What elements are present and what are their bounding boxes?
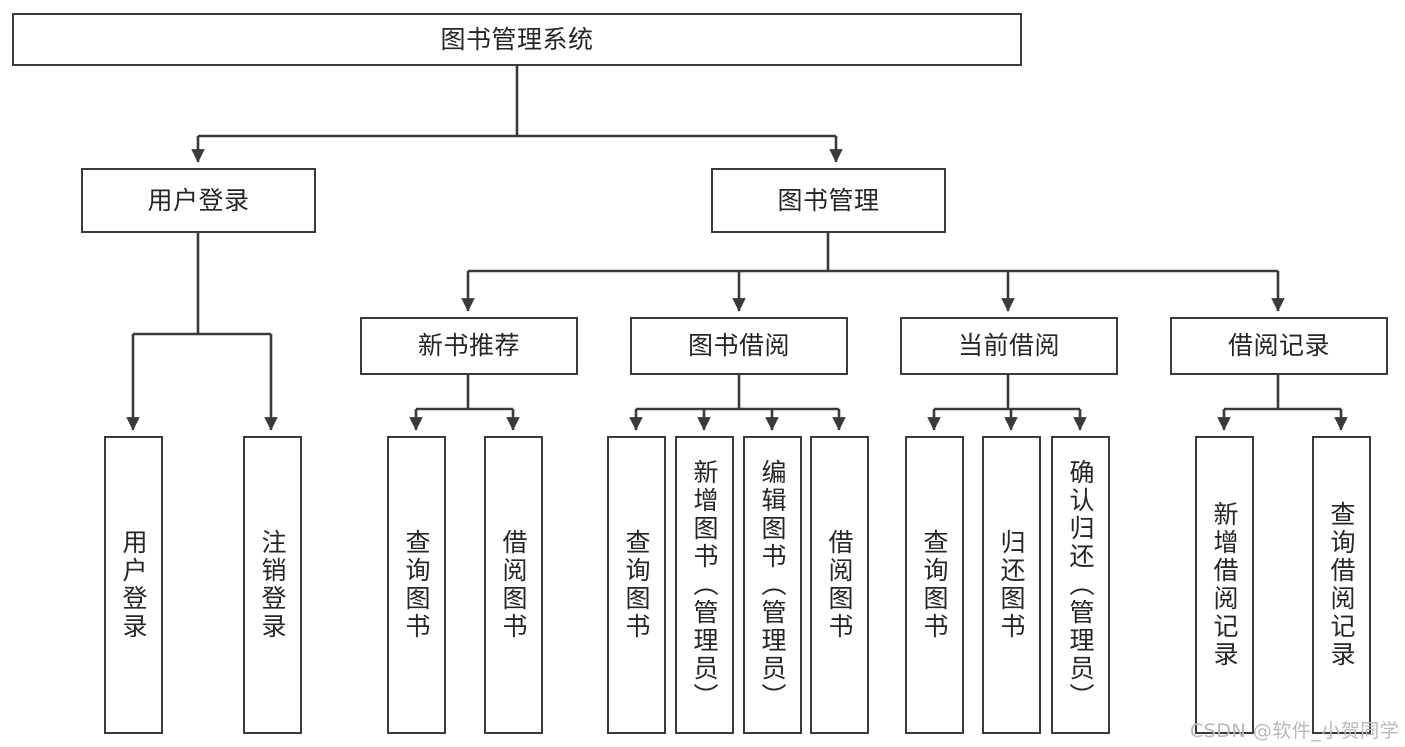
node-new-book-rec[interactable]: 新书推荐 [360, 317, 578, 375]
leaf-confirm-return[interactable]: 确认归还（管理员） [1051, 436, 1110, 734]
leaf-borrow-book-2-label: 借阅图书 [825, 529, 854, 641]
leaf-add-book-label: 新增图书（管理员） [690, 459, 719, 711]
leaf-borrow-book-2[interactable]: 借阅图书 [810, 436, 869, 734]
node-borrow-record[interactable]: 借阅记录 [1170, 317, 1388, 375]
leaf-add-book[interactable]: 新增图书（管理员） [675, 436, 734, 734]
leaf-borrow-book-1[interactable]: 借阅图书 [484, 436, 543, 734]
leaf-confirm-return-label: 确认归还（管理员） [1066, 459, 1095, 711]
node-current-borrow-label: 当前借阅 [957, 331, 1060, 360]
leaf-edit-book[interactable]: 编辑图书（管理员） [743, 436, 802, 734]
leaf-query-book-2[interactable]: 查询图书 [607, 436, 666, 734]
node-root[interactable]: 图书管理系统 [12, 13, 1022, 66]
leaf-query-book-3-label: 查询图书 [920, 529, 949, 641]
node-user-login-label: 用户登录 [147, 185, 250, 215]
leaf-query-record[interactable]: 查询借阅记录 [1312, 436, 1371, 734]
leaf-user-login-label: 用户登录 [119, 529, 148, 641]
node-borrow-record-label: 借阅记录 [1227, 331, 1330, 360]
node-book-borrow[interactable]: 图书借阅 [630, 317, 848, 375]
leaf-user-logout-label: 注销登录 [258, 529, 287, 641]
leaf-query-record-label: 查询借阅记录 [1327, 501, 1356, 669]
leaf-return-book-label: 归还图书 [997, 529, 1026, 641]
leaf-return-book[interactable]: 归还图书 [982, 436, 1041, 734]
leaf-add-record[interactable]: 新增借阅记录 [1195, 436, 1254, 734]
leaf-query-book-1[interactable]: 查询图书 [387, 436, 446, 734]
node-book-manage[interactable]: 图书管理 [711, 168, 946, 233]
leaf-user-logout[interactable]: 注销登录 [243, 436, 302, 734]
node-book-borrow-label: 图书借阅 [687, 331, 790, 360]
node-new-book-rec-label: 新书推荐 [417, 331, 520, 360]
node-root-label: 图书管理系统 [440, 24, 594, 54]
leaf-query-book-2-label: 查询图书 [622, 529, 651, 641]
node-user-login[interactable]: 用户登录 [81, 168, 316, 233]
node-book-manage-label: 图书管理 [777, 185, 880, 215]
csdn-watermark: CSDN @软件_小贺同学 [1190, 720, 1400, 742]
leaf-query-book-3[interactable]: 查询图书 [905, 436, 964, 734]
node-current-borrow[interactable]: 当前借阅 [900, 317, 1118, 375]
leaf-add-record-label: 新增借阅记录 [1210, 501, 1239, 669]
leaf-borrow-book-1-label: 借阅图书 [499, 529, 528, 641]
leaf-edit-book-label: 编辑图书（管理员） [758, 459, 787, 711]
leaf-query-book-1-label: 查询图书 [402, 529, 431, 641]
leaf-user-login[interactable]: 用户登录 [104, 436, 163, 734]
